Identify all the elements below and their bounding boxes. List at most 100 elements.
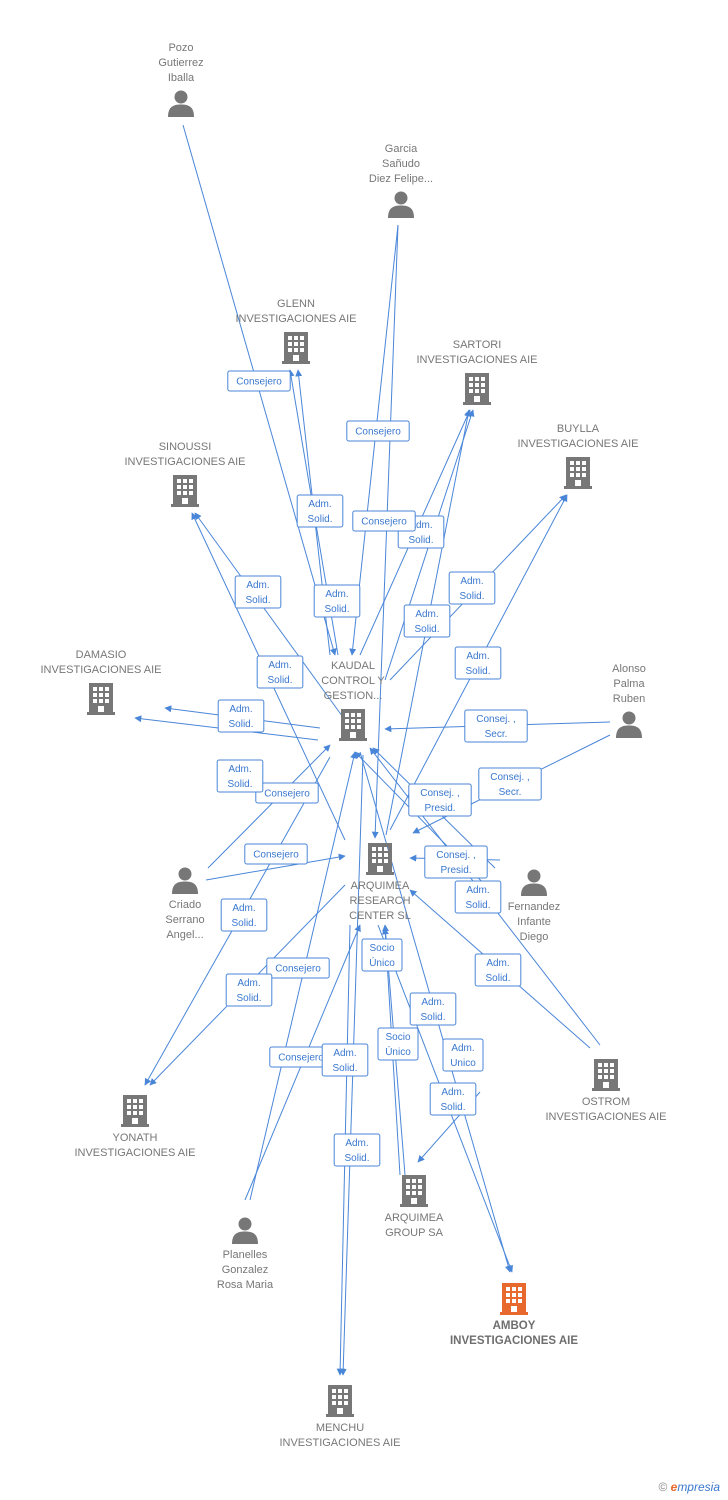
edge-label-l8[interactable]: Adm.Solid.: [448, 571, 496, 605]
edge-label-l3[interactable]: Adm.Solid.: [296, 494, 344, 528]
edge-label-text: Adm.: [232, 903, 255, 914]
node-label: Pozo: [168, 42, 193, 54]
node-label: Serrano: [165, 914, 204, 926]
edge-label-l15[interactable]: Adm.Solid.: [216, 759, 264, 793]
edge-label-l2[interactable]: Consejero: [255, 782, 319, 804]
building-icon: [400, 1175, 428, 1207]
node-label: ARQUIMEA: [385, 1212, 444, 1224]
edge-label-text: Solid.: [440, 1102, 465, 1113]
node-label: Ruben: [613, 693, 645, 705]
edge-label-text: Consejero: [236, 377, 282, 388]
node-label: CONTROL Y: [321, 675, 385, 687]
person-icon: [388, 191, 414, 218]
node-label: OSTROM: [582, 1096, 630, 1108]
edge-label-l4[interactable]: Consejero: [346, 420, 410, 442]
edge-label-l13[interactable]: Consej. ,Secr.: [464, 709, 528, 743]
node-label: INVESTIGACIONES AIE: [74, 1147, 195, 1159]
edge-label-l16[interactable]: Consej. ,Secr.: [478, 767, 542, 801]
edge-label-text: Adm.: [308, 499, 331, 510]
edge-label-l1[interactable]: Consejero: [227, 370, 291, 392]
edge-label-text: Adm.: [421, 997, 444, 1008]
edge-label-text: Solid.: [324, 604, 349, 615]
edge-label-l9[interactable]: Adm.Solid.: [403, 604, 451, 638]
node-label: RESEARCH: [349, 895, 410, 907]
edge-label-l23[interactable]: Consejero: [266, 957, 330, 979]
edge-label-box: [346, 420, 410, 442]
edge-label-box: [217, 699, 265, 733]
node-label: CENTER SL: [349, 910, 411, 922]
edge-label-box: [478, 767, 542, 801]
edge-label-l12[interactable]: Adm.Solid.: [454, 646, 502, 680]
building-icon: [366, 843, 394, 875]
node-label: INVESTIGACIONES AIE: [40, 664, 161, 676]
node-label: SINOUSSI: [159, 441, 212, 453]
edge-label-l19[interactable]: Consej. ,Presid.: [424, 845, 488, 879]
node-label: MENCHU: [316, 1422, 364, 1434]
edge-label-box: [474, 953, 522, 987]
node-label: INVESTIGACIONES AIE: [124, 456, 245, 468]
edge-label-text: Secr.: [485, 729, 508, 740]
node-label: BUYLLA: [557, 423, 600, 435]
edge-label-text: Consejero: [253, 850, 299, 861]
edge-label-l14[interactable]: Consejero: [352, 510, 416, 532]
edge-label-box: [256, 655, 304, 689]
edge-18: [205, 853, 346, 881]
node-yonath[interactable]: YONATH INVESTIGACIONES AIE: [74, 1095, 196, 1159]
edge-label-l31[interactable]: Adm.Solid.: [429, 1082, 477, 1116]
edge-label-box: [266, 957, 330, 979]
edge-label-l24[interactable]: Adm.Solid.: [474, 953, 522, 987]
edge-label-box: [464, 709, 528, 743]
footer-brand[interactable]: © empresia: [658, 1480, 720, 1494]
edge-label-text: Consejero: [278, 1053, 324, 1064]
edge-label-text: Consejero: [264, 789, 310, 800]
edge-label-l20[interactable]: Adm.Solid.: [454, 880, 502, 914]
edge-label-text: Adm.: [246, 580, 269, 591]
edge-label-l10[interactable]: Adm.Solid.: [256, 655, 304, 689]
node-label: Planelles: [223, 1249, 268, 1261]
edge-label-l5[interactable]: Adm.Solid.: [234, 575, 282, 609]
node-sinoussi[interactable]: SINOUSSI INVESTIGACIONES AIE: [124, 441, 246, 507]
building-icon: [592, 1059, 620, 1091]
edge-label-l17[interactable]: Consej. ,Presid.: [408, 783, 472, 817]
edge-label-l32[interactable]: Adm.Solid.: [333, 1133, 381, 1167]
building-icon: [500, 1283, 528, 1315]
edge-label-l18[interactable]: Consejero: [244, 843, 308, 865]
edge-label-text: Adm.: [268, 660, 291, 671]
node-label: AMBOY: [493, 1320, 536, 1332]
edge-label-text: Adm.: [228, 764, 251, 775]
person-icon: [232, 1217, 258, 1244]
edge-label-l11[interactable]: Adm.Solid.: [217, 699, 265, 733]
edge-label-l26[interactable]: Adm.Solid.: [409, 992, 457, 1026]
edge-label-box: [377, 1027, 419, 1061]
node-label: YONATH: [112, 1132, 157, 1144]
edge-label-l28[interactable]: Adm.Unico: [442, 1038, 484, 1072]
node-criado[interactable]: CriadoSerranoAngel...: [165, 867, 205, 942]
node-label: Rosa Maria: [217, 1279, 274, 1291]
edge-label-text: Adm.: [409, 520, 432, 531]
edge-label-text: Adm.: [325, 589, 348, 600]
edge-label-l7[interactable]: Adm. Solid.: [313, 584, 361, 618]
edge-label-text: Solid.: [332, 1063, 357, 1074]
edge-label-l29[interactable]: Consejero: [269, 1046, 333, 1068]
edge-label-box: [361, 938, 403, 972]
edge-label-l25[interactable]: Adm.Solid.: [225, 973, 273, 1007]
edge-label-l21[interactable]: Adm.Solid.: [220, 898, 268, 932]
edge-label-l30[interactable]: Adm.Solid.: [321, 1043, 369, 1077]
